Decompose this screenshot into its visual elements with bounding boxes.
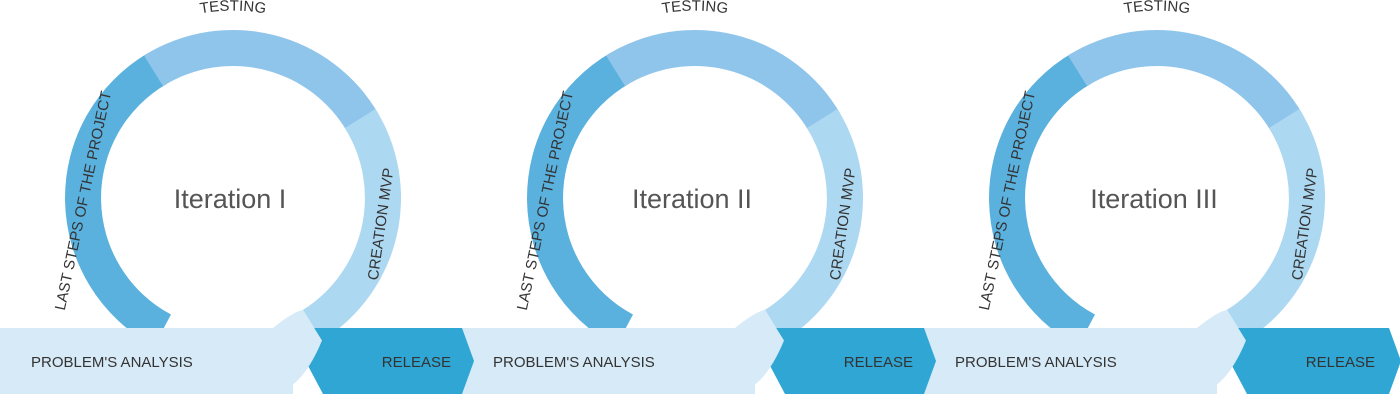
release-label: RELEASE bbox=[1306, 354, 1375, 371]
last-steps-segment bbox=[527, 52, 633, 347]
testing-label: TESTING bbox=[199, 0, 268, 17]
last-steps-segment bbox=[65, 52, 171, 347]
iteration-title: Iteration II bbox=[632, 184, 752, 214]
creation-segment bbox=[1226, 109, 1326, 341]
analysis-segment bbox=[188, 309, 322, 394]
analysis-label: PROBLEM'S ANALYSIS bbox=[493, 354, 655, 371]
testing-segment bbox=[144, 29, 379, 132]
iteration-cycle-3: TESTING CREATION MVP LAST STEPS OF THE P… bbox=[924, 0, 1400, 394]
iteration-title: Iteration III bbox=[1090, 184, 1218, 214]
testing-label: TESTING bbox=[1123, 0, 1192, 17]
testing-segment bbox=[1068, 29, 1303, 132]
analysis-label: PROBLEM'S ANALYSIS bbox=[955, 354, 1117, 371]
testing-segment bbox=[606, 29, 841, 132]
release-arrow bbox=[1212, 328, 1400, 394]
release-arrow bbox=[288, 328, 477, 394]
release-arrow bbox=[750, 328, 939, 394]
creation-segment bbox=[764, 109, 864, 341]
analysis-segment bbox=[650, 309, 784, 394]
analysis-segment bbox=[1112, 309, 1246, 394]
testing-label: TESTING bbox=[661, 0, 730, 17]
iteration-title: Iteration I bbox=[174, 184, 287, 214]
last-steps-segment bbox=[989, 52, 1095, 347]
release-label: RELEASE bbox=[844, 354, 913, 371]
iteration-cycle-2: TESTING CREATION MVP LAST STEPS OF THE P… bbox=[462, 0, 939, 394]
iteration-cycle-1: TESTING CREATION MVP LAST STEPS OF THE P… bbox=[0, 0, 477, 394]
creation-segment bbox=[302, 109, 402, 341]
analysis-label: PROBLEM'S ANALYSIS bbox=[31, 354, 193, 371]
release-label: RELEASE bbox=[382, 354, 451, 371]
